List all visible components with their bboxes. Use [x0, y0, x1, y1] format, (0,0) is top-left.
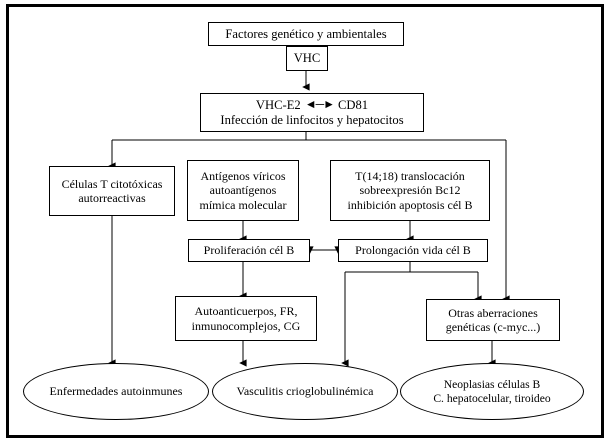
node-celulas-t-citotoxicas[interactable]: Células T citotóxicas autorreactivas — [49, 166, 175, 216]
node-autoanticuerpos-fr[interactable]: Autoanticuerpos, FR, inmunocomplejos, CG — [175, 296, 317, 341]
node-vhc[interactable]: VHC — [286, 46, 328, 71]
diagram-outer-border — [6, 4, 604, 438]
node-label: Células T citotóxicas autorreactivas — [61, 176, 163, 205]
node-label-vhc-e2: VHC-E2 — [255, 97, 301, 112]
node-label-cd81: CD81 — [337, 97, 369, 112]
node-label: Enfermedades autoinmunes — [49, 384, 183, 399]
node-prolongacion-vida-cel-b[interactable]: Prolongación vida cél B — [338, 239, 488, 262]
node-label: Prolongación vida cél B — [355, 243, 471, 258]
node-otras-aberraciones-geneticas[interactable]: Otras aberraciones genéticas (c-myc...) — [426, 299, 560, 341]
node-label: Neoplasias células B C. hepatocelular, t… — [433, 377, 551, 405]
node-vhc-e2-cd81[interactable]: VHC-E2 ◄─► CD81 Infección de linfocitos … — [200, 93, 424, 132]
node-label: Vasculitis crioglobulinémica — [236, 384, 374, 399]
node-label: Antígenos víricos autoantígenos mímica m… — [199, 169, 287, 212]
node-label: Factores genético y ambientales — [225, 26, 387, 41]
node-label-infeccion: Infección de linfocitos y hepatocitos — [220, 112, 404, 127]
node-antigenos-viricos[interactable]: Antígenos víricos autoantígenos mímica m… — [187, 160, 299, 221]
node-label: T(14;18) translocación sobreexpresión Bc… — [347, 169, 473, 212]
node-neoplasias-celulas-b[interactable]: Neoplasias células B C. hepatocelular, t… — [400, 363, 584, 420]
bidirectional-arrow-icon: ◄─► — [304, 96, 335, 111]
node-factores-geneticos-ambientales[interactable]: Factores genético y ambientales — [208, 22, 404, 46]
node-enfermedades-autoinmunes[interactable]: Enfermedades autoinmunes — [23, 363, 209, 420]
node-line-receptor: VHC-E2 ◄─► CD81 — [255, 96, 369, 113]
node-label: VHC — [293, 51, 321, 66]
node-vasculitis-crioglobulinemica[interactable]: Vasculitis crioglobulinémica — [212, 363, 398, 420]
node-translocacion-bcl2[interactable]: T(14;18) translocación sobreexpresión Bc… — [330, 160, 490, 221]
node-label: Otras aberraciones genéticas (c-myc...) — [445, 305, 541, 334]
node-label: Autoanticuerpos, FR, inmunocomplejos, CG — [191, 304, 301, 333]
node-label: Proliferación cél B — [203, 243, 295, 258]
node-proliferacion-cel-b[interactable]: Proliferación cél B — [188, 239, 310, 262]
